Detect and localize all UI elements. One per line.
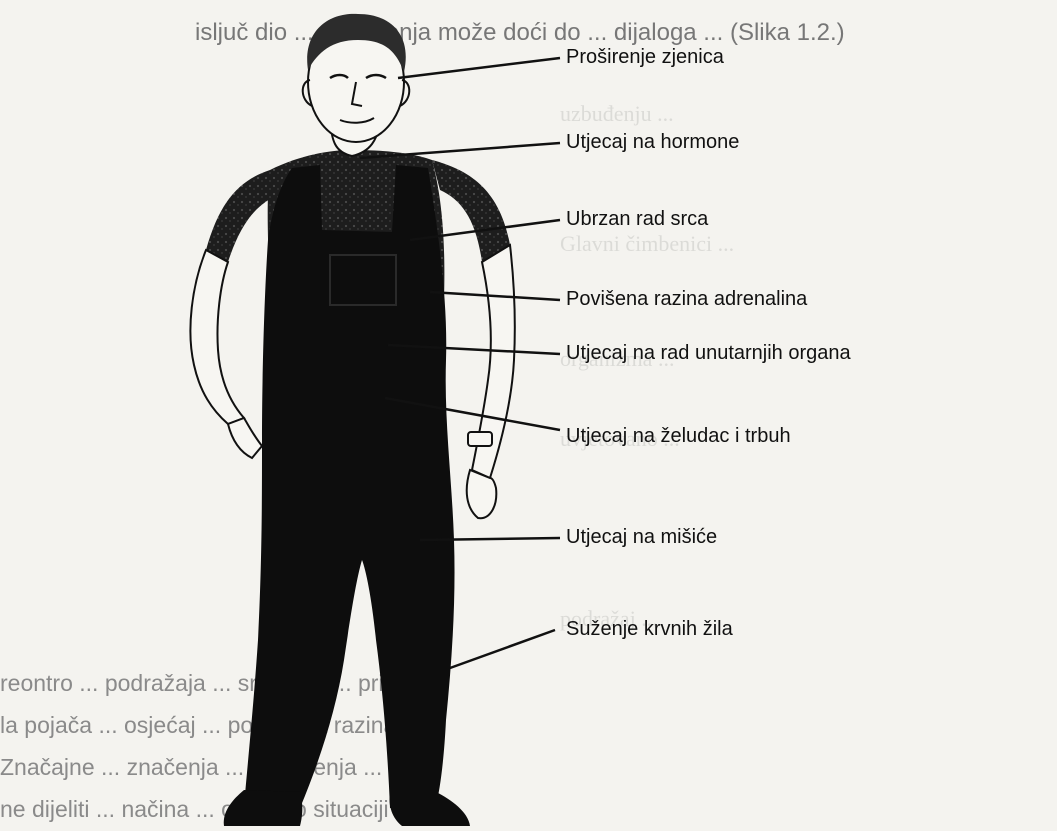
- left-arm: [190, 250, 244, 424]
- left-sleeve: [206, 170, 278, 262]
- overalls: [244, 165, 455, 808]
- right-shoe: [390, 792, 471, 826]
- label-stomach: Utjecaj na želudac i trbuh: [566, 425, 791, 448]
- left-hand: [228, 418, 262, 458]
- label-internal-organs: Utjecaj na rad unutarnjih organa: [566, 342, 851, 365]
- leader-line-blood-vessels: [450, 630, 555, 668]
- wristwatch: [468, 432, 492, 446]
- left-shoe: [224, 790, 303, 826]
- label-hormones: Utjecaj na hormone: [566, 131, 739, 154]
- label-heart-rate: Ubrzan rad srca: [566, 208, 708, 231]
- label-muscles: Utjecaj na mišiće: [566, 526, 717, 549]
- leader-line-hormones: [360, 143, 560, 158]
- label-adrenaline: Povišena razina adrenalina: [566, 288, 807, 311]
- label-blood-vessels: Suženje krvnih žila: [566, 618, 733, 641]
- right-hand: [467, 470, 497, 518]
- leader-line-pupils: [398, 58, 560, 78]
- label-pupil-dilation: Proširenje zjenica: [566, 46, 724, 69]
